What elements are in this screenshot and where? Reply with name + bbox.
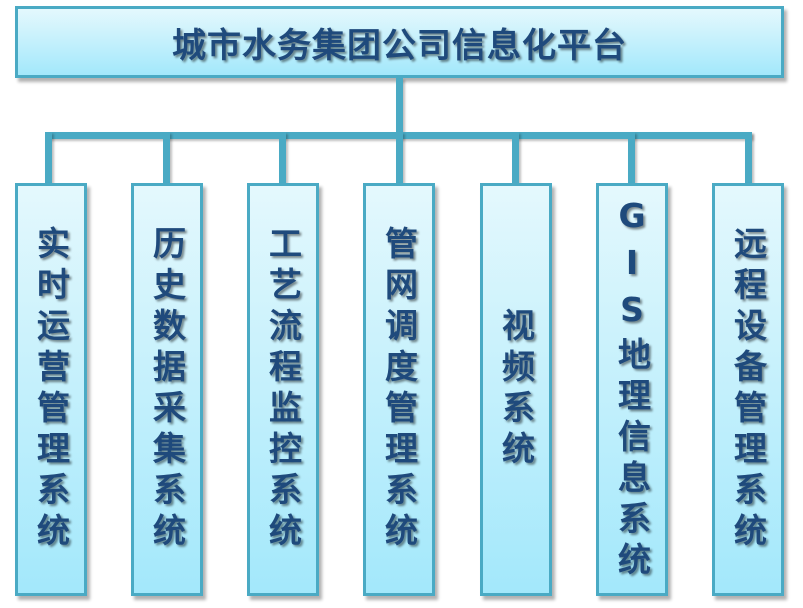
child-node-process-monitoring: 工艺流程监控系统 bbox=[247, 183, 319, 596]
branch-connector-7 bbox=[745, 132, 752, 184]
trunk-connector bbox=[396, 78, 403, 136]
child-node-pipe-network-dispatch: 管网调度管理系统 bbox=[363, 183, 435, 596]
branch-connector-2 bbox=[163, 132, 170, 184]
child-node-video-system: 视频系统 bbox=[480, 183, 552, 596]
branch-connector-1 bbox=[45, 132, 52, 184]
child-node-label: 实时运营管理系统 bbox=[31, 225, 71, 554]
branch-connector-4 bbox=[396, 132, 403, 184]
branch-connector-5 bbox=[512, 132, 519, 184]
child-node-label: 工艺流程监控系统 bbox=[263, 225, 303, 554]
child-node-historical-data: 历史数据采集系统 bbox=[131, 183, 203, 596]
child-node-label: 远程设备管理系统 bbox=[728, 225, 768, 554]
child-node-label: 管网调度管理系统 bbox=[379, 225, 419, 554]
branch-connector-3 bbox=[279, 132, 286, 184]
child-node-label: GIS地理信息系统 bbox=[612, 196, 652, 583]
branch-connector-6 bbox=[628, 132, 635, 184]
root-node-label: 城市水务集团公司信息化平台 bbox=[172, 25, 627, 66]
child-node-realtime-operations: 实时运营管理系统 bbox=[15, 183, 87, 596]
child-node-label: 视频系统 bbox=[496, 307, 536, 472]
root-node: 城市水务集团公司信息化平台 bbox=[15, 6, 784, 78]
child-node-remote-equipment: 远程设备管理系统 bbox=[712, 183, 784, 596]
child-node-gis-system: GIS地理信息系统 bbox=[596, 183, 668, 596]
child-node-label: 历史数据采集系统 bbox=[147, 225, 187, 554]
